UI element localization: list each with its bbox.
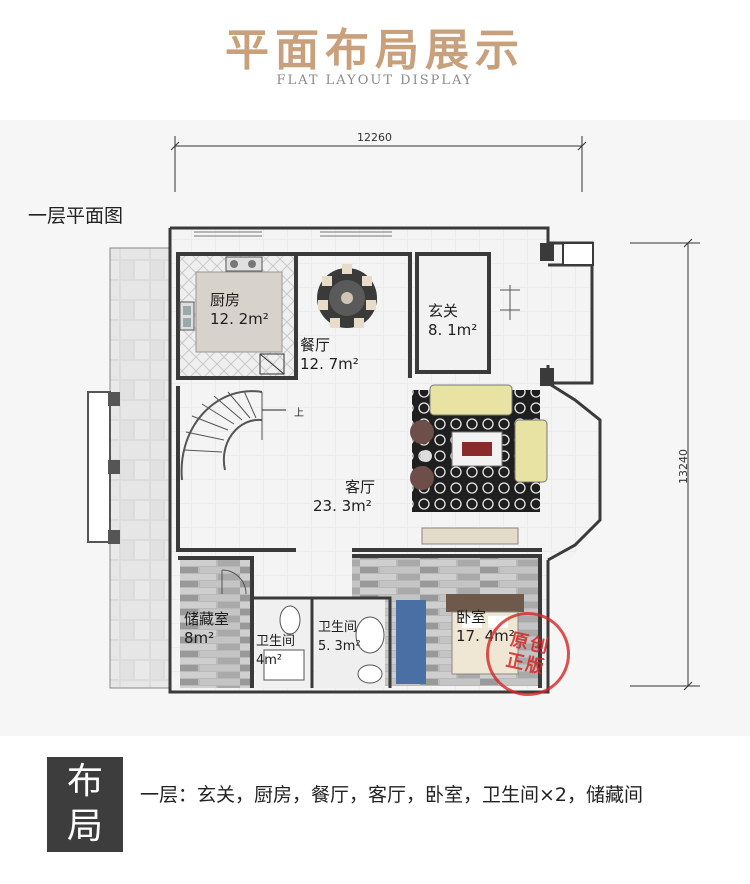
room-area: 23. 3m² [313,497,372,515]
room-area: 17. 4m² [456,627,515,645]
floor-plan-drawing: 上 [87,136,700,694]
stair-mark: 上 [294,407,304,419]
room-name: 卧室 [456,608,487,626]
room-name: 客厅 [345,478,376,496]
layout-summary-text: 一层：玄关，厨房，餐厅，客厅，卧室，卫生间×2，储藏间 [140,784,644,806]
layout-tag: 布 局 [47,757,123,852]
page-subtitle: FLAT LAYOUT DISPLAY [276,73,474,88]
layout-tag-char-2: 局 [66,806,103,847]
page-title: 平面布局展示 [225,25,525,76]
room-label-dining: 餐厅 12. 7m² [300,336,359,374]
room-name: 卫生间 [256,634,296,649]
living-room-furniture [410,384,548,512]
walls [168,226,602,694]
room-label-bath-1: 卫生间 4m² [256,632,295,670]
floor-plan-area: 上 一层平面图 12260 13240 [0,120,750,736]
room-label-living: 客厅 23. 3m² [313,478,376,516]
room-label-bath-2: 卫生间 5. 3m² [318,618,361,656]
floor-title: 一层平面图 [28,205,124,227]
room-name: 厨房 [210,291,241,309]
dining-table [317,264,377,328]
room-label-kitchen: 厨房 12. 2m² [210,291,269,329]
room-label-foyer: 玄关 8. 1m² [428,302,477,340]
room-area: 12. 2m² [210,310,269,328]
room-name: 储藏室 [184,610,230,628]
dimension-lines [170,136,700,691]
room-area: 8. 1m² [428,321,478,339]
room-name: 卫生间 [318,620,358,635]
dimension-height-label: 13240 [677,449,690,484]
room-area: 5. 3m² [318,639,361,654]
layout-tag-char-1: 布 [66,761,103,802]
bedroom-furniture [396,594,524,684]
room-name: 玄关 [428,302,459,320]
room-area: 12. 7m² [300,355,359,373]
room-area: 4m² [256,653,283,668]
room-area: 8m² [184,629,215,647]
room-label-storage: 储藏室 8m² [184,610,229,648]
staircase [180,390,286,481]
room-name: 餐厅 [300,336,331,354]
dimension-width-label: 12260 [357,131,392,144]
room-label-bedroom: 卧室 17. 4m² [456,608,515,646]
